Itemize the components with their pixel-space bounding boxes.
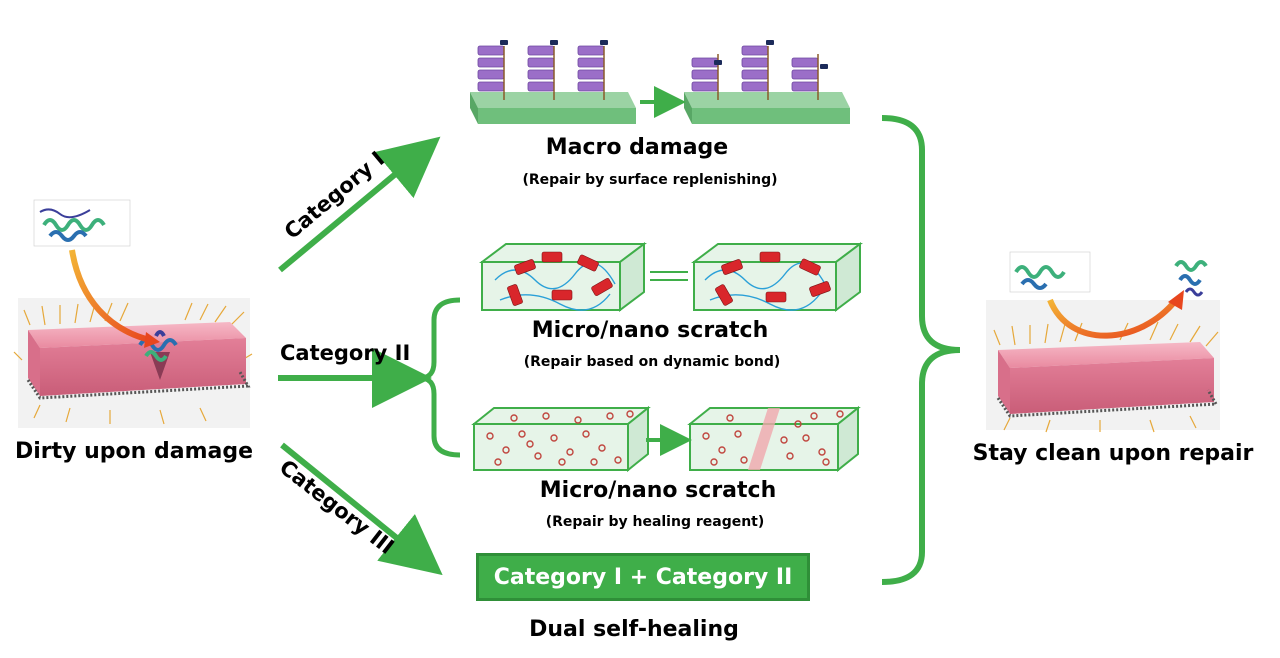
left-surface-hairs	[13, 302, 253, 425]
healing-reagent-subtitle: (Repair by healing reagent)	[546, 514, 765, 530]
dual-category-box: Category I + Category II	[476, 553, 810, 601]
left-block-side	[28, 330, 40, 396]
healing-reagent-title: Micro/nano scratch	[540, 478, 776, 503]
dynamic-bond-illustration	[479, 242, 863, 312]
clean-block-illustration	[986, 251, 1220, 433]
right-caption: Stay clean upon repair	[973, 441, 1254, 466]
left-block-front	[40, 338, 246, 396]
fouling-arrow-head	[144, 332, 160, 348]
category-2-label: Category II	[280, 341, 410, 365]
dynamic-bond-title: Micro/nano scratch	[532, 318, 768, 343]
fouling-arrow	[69, 249, 151, 343]
dual-caption: Dual self-healing	[529, 617, 739, 642]
outcome-brace	[881, 115, 961, 585]
right-block-side	[998, 350, 1010, 414]
category-1-arrow	[278, 136, 441, 273]
dual-category-label: Category I + Category II	[493, 564, 793, 590]
macro-damage-title: Macro damage	[546, 135, 728, 160]
healing-reagent-illustration	[471, 405, 861, 473]
repel-arrow	[1047, 298, 1179, 339]
right-block-top	[998, 342, 1214, 368]
left-caption: Dirty upon damage	[15, 439, 253, 464]
dirty-block-illustration	[13, 199, 253, 428]
free-protein-right-2	[1174, 260, 1208, 297]
macro-damage-subtitle: (Repair by surface replenishing)	[522, 172, 777, 188]
category-3-arrow	[280, 442, 443, 576]
left-substrate	[26, 371, 251, 400]
right-block-front	[1010, 358, 1214, 414]
free-protein-left	[33, 199, 131, 247]
right-substrate	[996, 389, 1219, 418]
dynamic-bond-subtitle: (Repair based on dynamic bond)	[524, 354, 781, 370]
category-3-label: Category III	[275, 455, 399, 559]
repel-arrow-head	[1168, 290, 1184, 310]
category-2-brace	[419, 297, 461, 458]
free-protein-right-1	[1009, 251, 1091, 293]
macro-damage-illustration	[470, 40, 850, 124]
